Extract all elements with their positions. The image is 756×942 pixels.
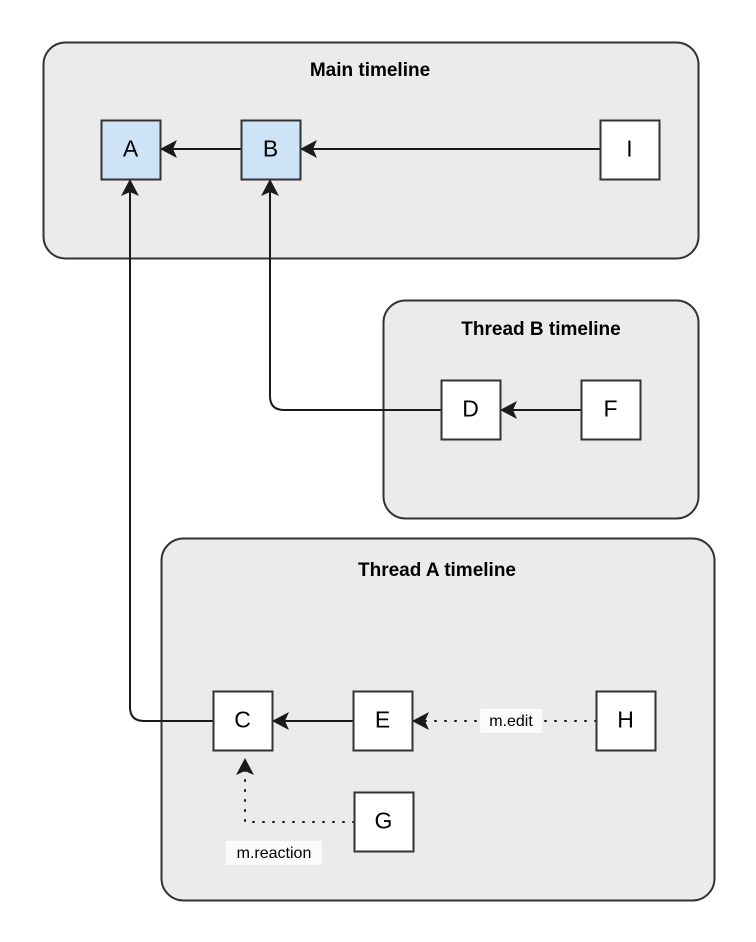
- event-node-label: I: [626, 136, 632, 162]
- edge-line-solid: [129, 187, 213, 722]
- edge-line-dotted: [244, 765, 355, 823]
- arrowhead-icon: [300, 140, 317, 158]
- edge-label-text: m.reaction: [237, 845, 312, 862]
- event-node-H[interactable]: H: [595, 690, 657, 752]
- edge-h-to-e: [412, 712, 597, 730]
- timeline-group-thread-a: Thread A timeline: [160, 537, 716, 902]
- event-node-label: A: [123, 136, 139, 162]
- event-node-F[interactable]: F: [580, 379, 642, 441]
- edge-d-to-b: [261, 179, 441, 411]
- timeline-group-box: [160, 537, 716, 902]
- event-node-label: G: [375, 808, 393, 834]
- event-node-box[interactable]: [580, 379, 642, 441]
- timeline-group-title: Thread A timeline: [358, 560, 516, 581]
- arrowhead-icon: [272, 712, 289, 730]
- edge-label-text: m.edit: [489, 713, 533, 730]
- event-node-I[interactable]: I: [599, 119, 661, 181]
- timeline-group-main: Main timeline: [42, 41, 700, 260]
- edge-f-to-d: [500, 401, 581, 419]
- event-node-A[interactable]: A: [100, 119, 162, 181]
- edge-label-g-to-c: m.reaction: [226, 841, 322, 865]
- edge-label-h-to-e: m.edit: [480, 709, 542, 733]
- arrowhead-icon: [236, 758, 254, 775]
- event-node-G[interactable]: G: [353, 791, 415, 853]
- event-nodes-layer: A B I D F C E H G: [100, 119, 661, 853]
- edge-label-background: [480, 709, 542, 733]
- event-node-box[interactable]: [595, 690, 657, 752]
- edge-labels-layer: m.edit m.reaction: [226, 709, 542, 865]
- event-node-B[interactable]: B: [240, 119, 302, 181]
- event-node-D[interactable]: D: [440, 379, 502, 441]
- event-node-box[interactable]: [440, 379, 502, 441]
- event-node-box[interactable]: [352, 690, 414, 752]
- edge-i-to-b: [300, 140, 600, 158]
- arrowhead-icon: [500, 401, 517, 419]
- arrowhead-icon: [121, 179, 139, 196]
- arrowhead-icon: [261, 179, 279, 196]
- edge-g-to-c: [236, 758, 355, 823]
- edge-e-to-c: [272, 712, 353, 730]
- edge-b-to-a: [160, 140, 241, 158]
- event-node-label: E: [375, 707, 390, 733]
- event-node-box[interactable]: [599, 119, 661, 181]
- event-node-label: D: [462, 396, 479, 422]
- arrowhead-icon: [160, 140, 177, 158]
- timeline-group-title: Main timeline: [310, 60, 430, 81]
- event-node-label: B: [263, 136, 278, 162]
- edges-layer: [121, 140, 600, 823]
- event-node-box[interactable]: [212, 690, 274, 752]
- edge-label-background: [226, 841, 322, 865]
- edge-c-to-a: [121, 179, 213, 722]
- arrowhead-icon: [412, 712, 429, 730]
- event-node-box[interactable]: [100, 119, 162, 181]
- event-node-box[interactable]: [240, 119, 302, 181]
- timeline-group-title: Thread B timeline: [461, 319, 620, 340]
- edge-line-solid: [269, 187, 441, 411]
- event-node-C[interactable]: C: [212, 690, 274, 752]
- event-node-label: C: [234, 707, 251, 733]
- event-node-box[interactable]: [353, 791, 415, 853]
- event-node-label: F: [603, 396, 617, 422]
- timeline-group-box: [42, 41, 700, 260]
- event-node-label: H: [617, 707, 634, 733]
- event-node-E[interactable]: E: [352, 690, 414, 752]
